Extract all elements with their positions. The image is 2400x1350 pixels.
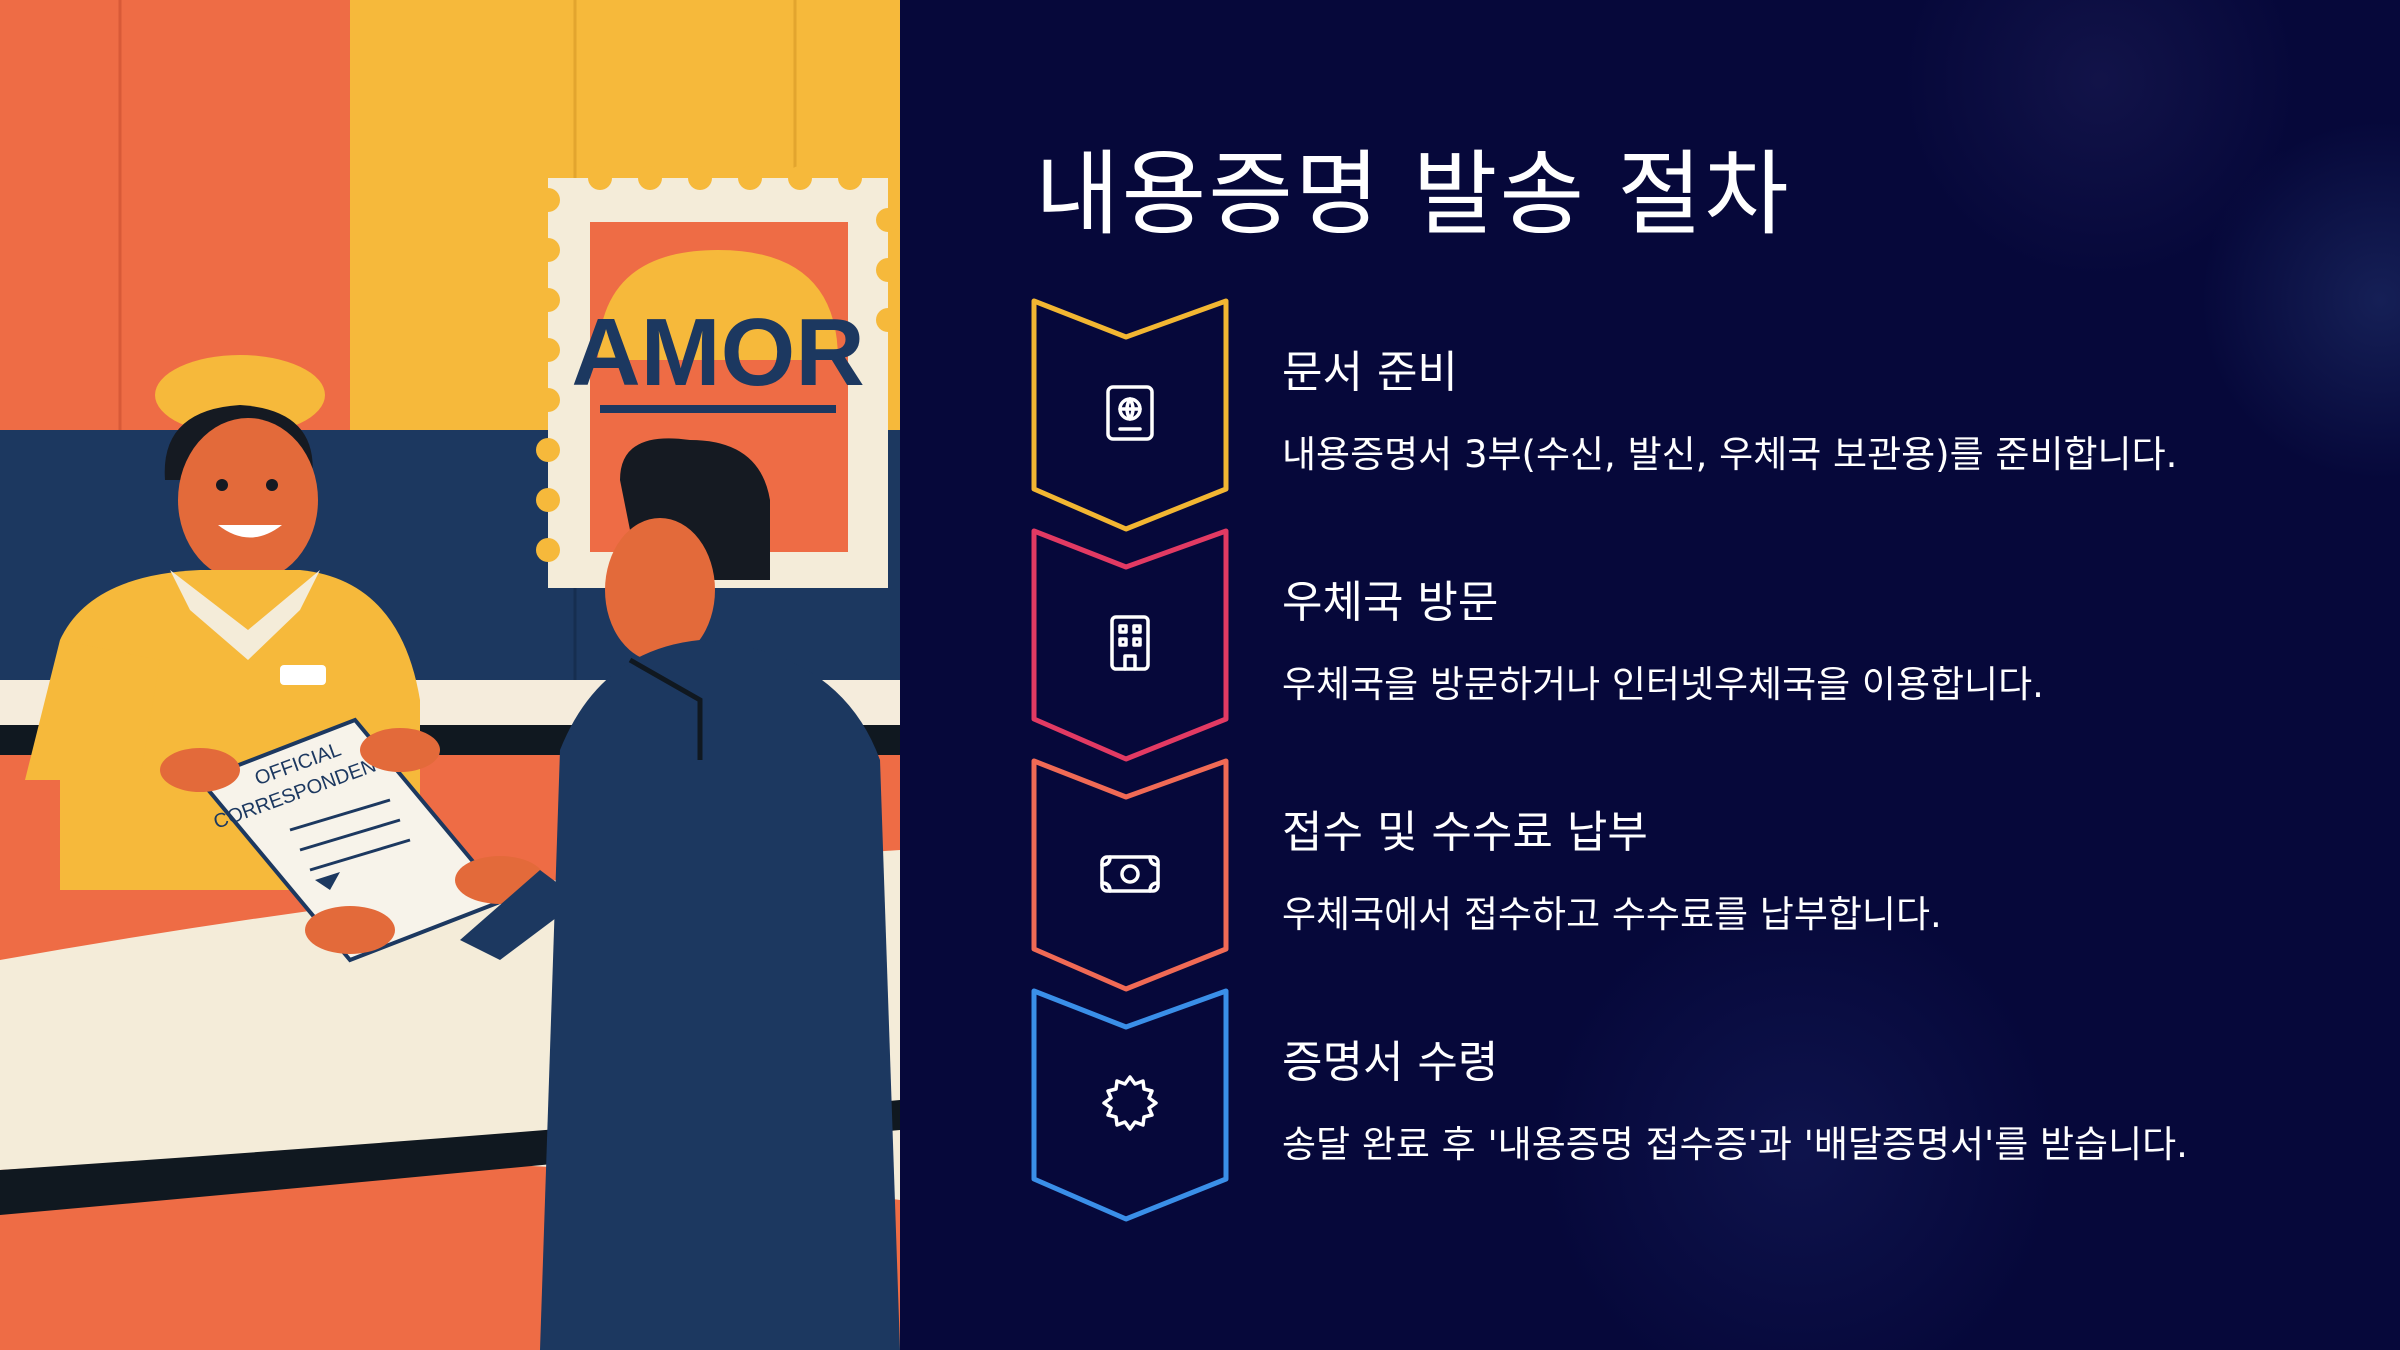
building-icon [1100, 613, 1160, 673]
step-title-3: 접수 및 수수료 납부 [1282, 807, 1648, 858]
page-title: 내용증명 발송 절차 [1035, 141, 1791, 248]
customer-figure [460, 438, 900, 1350]
badge-icon [1100, 1073, 1160, 1133]
official-document: OFFICIAL CORRESPONDENCE [196, 717, 509, 963]
stamp-text: AMOR [571, 299, 864, 406]
step-desc-3: 우체국에서 접수하고 수수료를 납부합니다. [1282, 893, 1942, 936]
step-badge-3 [1030, 757, 1230, 993]
step-badge-2 [1030, 527, 1230, 763]
money-icon [1100, 843, 1160, 903]
step-title-1: 문서 준비 [1282, 347, 1458, 398]
passport-icon [1100, 383, 1160, 443]
step-badge-1 [1030, 297, 1230, 533]
step-title-2: 우체국 방문 [1282, 577, 1499, 628]
step-desc-2: 우체국을 방문하거나 인터넷우체국을 이용합니다. [1282, 663, 2044, 706]
step-desc-4: 송달 완료 후 '내용증명 접수증'과 '배달증명서'를 받습니다. [1282, 1123, 2188, 1166]
step-badge-4 [1030, 987, 1230, 1223]
content-panel: 내용증명 발송 절차 문서 준비 내용증명서 3부(수신, 발신, 우체국 보관… [900, 0, 2400, 1350]
step-title-4: 증명서 수령 [1282, 1037, 1499, 1088]
post-office-illustration: AMOR OFFICIAL CORRESPONDENCE [0, 0, 900, 1350]
illustration-artwork: AMOR OFFICIAL CORRESPONDENCE [0, 0, 900, 1350]
step-desc-1: 내용증명서 3부(수신, 발신, 우체국 보관용)를 준비합니다. [1282, 433, 2178, 476]
